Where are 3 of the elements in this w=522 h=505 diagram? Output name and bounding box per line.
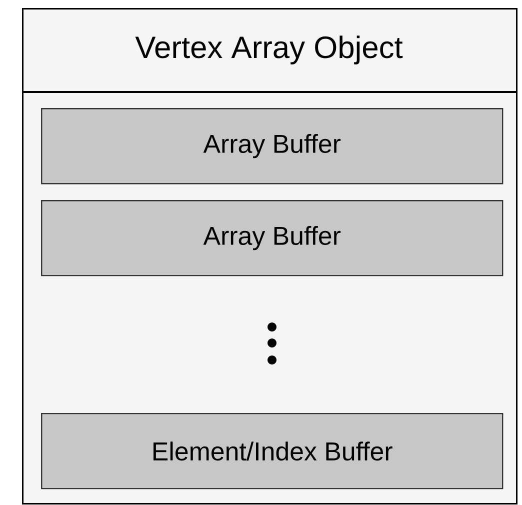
buffer-box: Array Buffer xyxy=(41,200,504,276)
buffer-box: Array Buffer xyxy=(41,108,504,184)
buffer-box: Element/Index Buffer xyxy=(41,412,504,490)
